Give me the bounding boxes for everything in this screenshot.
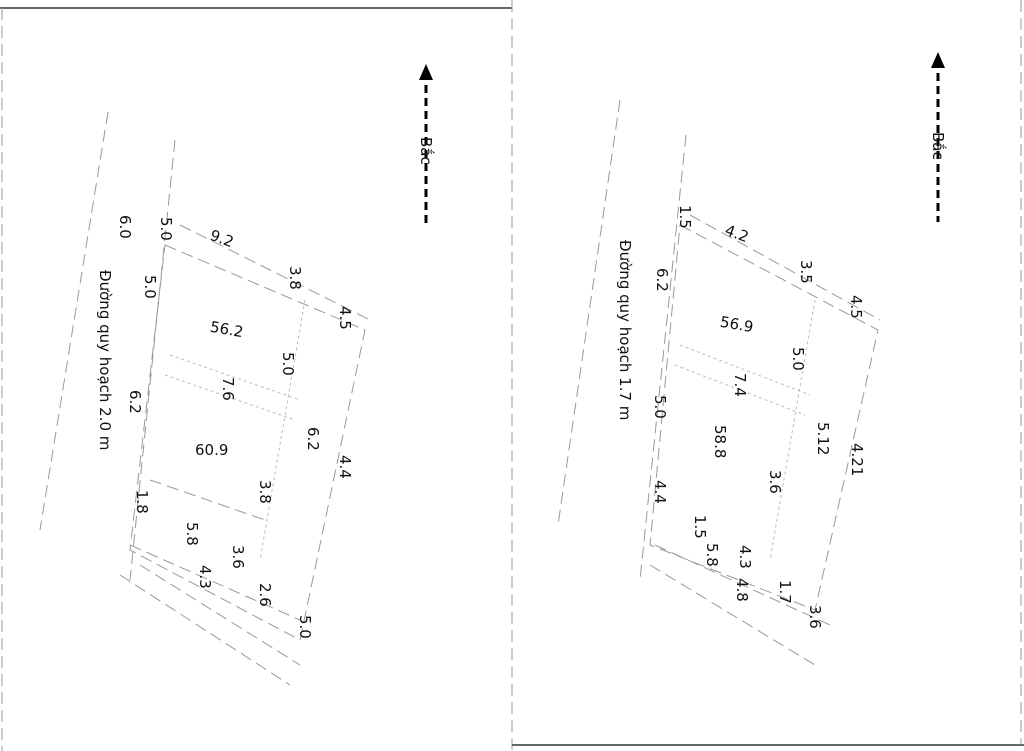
dim-label: 3.8 [286, 266, 304, 290]
area-label: 7.4 [731, 373, 749, 397]
dim-label: 4.21 [848, 443, 866, 476]
area-label: 56.2 [209, 318, 245, 342]
dim-label: 5.12 [814, 422, 832, 455]
dim-label: 1.8 [133, 490, 151, 514]
dim-label: 9.2 [208, 226, 237, 251]
dim-label: 5.0 [279, 352, 297, 376]
north-arrow-left [419, 64, 433, 225]
dim-label: 1.7 [776, 580, 794, 604]
dim-label: 3.6 [766, 470, 784, 494]
dim-label: 3.6 [806, 605, 824, 629]
dim-label: 1.5 [691, 515, 709, 539]
dim-label: 4.4 [336, 455, 354, 479]
dim-label: 6.2 [126, 390, 144, 414]
dim-label: 4.5 [336, 306, 354, 330]
left-sheet-frame [0, 0, 513, 751]
dim-label: 5.0 [296, 615, 314, 639]
dim-label: 3.8 [256, 480, 274, 504]
plot-outline-right [557, 99, 881, 666]
dim-label: 5.0 [141, 275, 159, 299]
north-label: Bắc [929, 132, 947, 160]
dim-label: 5.0 [157, 217, 175, 241]
north-arrow-right [931, 52, 945, 222]
dim-label: 4.2 [723, 221, 752, 246]
dim-label: 6.0 [116, 215, 134, 239]
area-label: 58.8 [711, 425, 729, 458]
dimension-labels-right: 4.2 3.5 4.5 1.5 6.2 56.9 7.4 58.8 5.0 5.… [616, 205, 866, 629]
area-label: 56.9 [719, 313, 755, 337]
dim-label: 3.5 [797, 260, 815, 284]
area-label: 7.6 [219, 377, 237, 401]
road-label: Đường quy hoạch 1.7 m [616, 240, 634, 420]
plot-outline-left [39, 111, 371, 686]
dim-label: 5.0 [789, 347, 807, 371]
dim-label: 1.5 [676, 205, 694, 229]
dim-label: 4.3 [736, 545, 754, 569]
dim-label: 2.6 [256, 583, 274, 607]
road-label: Đường quy hoạch 2.0 m [96, 270, 114, 450]
dim-label: 6.2 [653, 268, 671, 292]
dim-label: 4.4 [651, 480, 669, 504]
area-label: 60.9 [195, 441, 228, 459]
dim-label: 4.3 [196, 565, 214, 589]
north-label: Bắc [417, 137, 435, 165]
dimension-labels-left: 9.2 3.8 4.5 6.0 5.0 56.2 7.6 60.9 5.0 6.… [96, 215, 354, 639]
dim-label: 4.8 [733, 578, 751, 602]
dim-label: 5.8 [183, 522, 201, 546]
dim-label: 3.6 [229, 545, 247, 569]
dim-label: 4.5 [847, 295, 865, 319]
dim-label: 5.0 [651, 395, 669, 419]
dim-label: 5.8 [703, 543, 721, 567]
dim-label: 6.2 [304, 427, 322, 451]
right-sheet-frame [512, 0, 1024, 746]
